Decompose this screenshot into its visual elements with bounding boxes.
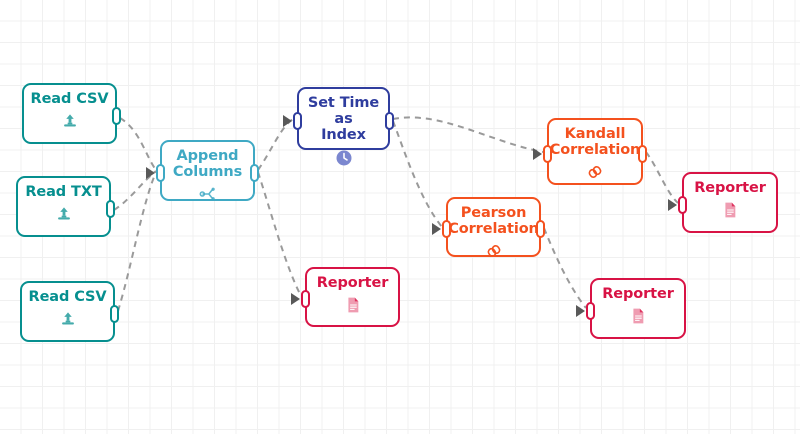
connection-edge[interactable] [119, 117, 157, 171]
node-append-columns[interactable]: Append Columns [146, 140, 259, 204]
output-port[interactable] [106, 199, 115, 218]
input-port[interactable] [301, 290, 310, 308]
node-read-csv-1[interactable]: Read CSV [22, 83, 121, 144]
connection-edge[interactable] [645, 151, 679, 204]
node-pearson-correlation[interactable]: Pearson Correlation [432, 197, 545, 258]
node-kandall-correlation[interactable]: Kandall Correlation [533, 118, 647, 185]
node-label: Reporter [602, 286, 674, 302]
output-port[interactable] [638, 144, 647, 163]
input-arrow-icon [432, 223, 441, 235]
document-icon [343, 295, 363, 315]
output-port[interactable] [250, 163, 259, 182]
connection-edge[interactable] [543, 227, 587, 309]
document-icon [720, 200, 740, 220]
node-label: Read CSV [28, 289, 107, 305]
upload-icon [60, 111, 80, 131]
input-arrow-icon [146, 166, 155, 179]
node-label: Pearson Correlation [448, 205, 539, 238]
input-arrow-icon [291, 293, 300, 305]
node-label: Read TXT [25, 184, 102, 200]
chain-link-icon [585, 162, 605, 182]
node-reporter-bottom-right[interactable]: Reporter [576, 278, 686, 339]
input-port[interactable] [442, 220, 451, 238]
node-label: Kandall Correlation [549, 126, 641, 159]
output-port[interactable] [385, 111, 394, 130]
connection-edge[interactable] [392, 120, 443, 228]
input-arrow-icon [283, 114, 292, 127]
node-set-time-as-index[interactable]: Set Time as Index [283, 87, 394, 166]
node-reporter-middle[interactable]: Reporter [291, 267, 400, 327]
connection-edge[interactable] [257, 171, 302, 297]
upload-icon [58, 309, 78, 329]
input-arrow-icon [576, 304, 585, 317]
document-icon [628, 306, 648, 326]
input-port[interactable] [586, 301, 595, 320]
output-port[interactable] [110, 304, 119, 323]
node-label: Reporter [694, 180, 766, 196]
output-port[interactable] [112, 106, 121, 125]
node-label: Set Time as Index [307, 95, 380, 144]
connection-edge[interactable] [392, 116, 544, 153]
node-read-csv-2[interactable]: Read CSV [20, 281, 119, 342]
input-arrow-icon [533, 147, 542, 160]
connection-edge[interactable] [257, 118, 294, 171]
node-label: Reporter [316, 275, 389, 291]
node-label: Read CSV [30, 91, 109, 107]
connection-edge[interactable] [117, 171, 157, 312]
clock-icon [334, 148, 354, 168]
input-arrow-icon [668, 198, 677, 211]
input-port[interactable] [293, 111, 302, 130]
branch-merge-icon [198, 184, 218, 204]
input-port[interactable] [678, 195, 687, 214]
input-port[interactable] [156, 163, 165, 182]
node-label: Append Columns [172, 148, 243, 181]
input-port[interactable] [543, 144, 552, 163]
chain-link-icon [484, 241, 504, 261]
node-reporter-top-right[interactable]: Reporter [668, 172, 778, 233]
upload-icon [54, 204, 74, 224]
output-port[interactable] [536, 220, 545, 238]
node-read-txt[interactable]: Read TXT [16, 176, 115, 237]
